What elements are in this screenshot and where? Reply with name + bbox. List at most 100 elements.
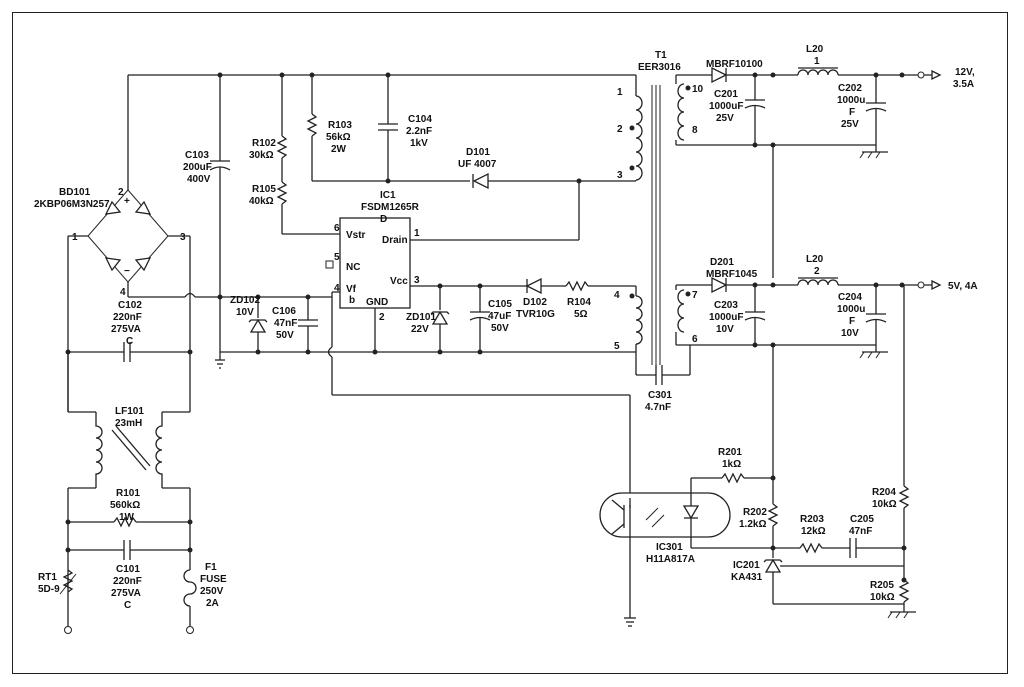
d101-label: D101 [466, 147, 490, 158]
c102-class: C [126, 336, 133, 347]
c105-voltage: 50V [491, 323, 509, 334]
d202-part: MBRF10100 [706, 59, 763, 70]
input-network: R101 560kΩ 1W C101 220nF 275VA C RT1 5D-… [38, 488, 227, 634]
ic301-optocoupler: IC301 H11A817A [599, 478, 731, 627]
c203-label: C203 [714, 300, 738, 311]
ic1-chip: IC1 FSDM1265R D Vstr Drain NC Vf Vcc GND… [325, 190, 440, 352]
c106-label: C106 [272, 306, 296, 317]
r104-label: R104 [567, 297, 591, 308]
d201-label: D201 [710, 257, 734, 268]
t1-label: T1 [655, 50, 667, 61]
ic301-part: H11A817A [646, 554, 695, 565]
c301-label: C301 [648, 390, 672, 401]
t1-pin7: 7 [692, 290, 698, 301]
c203-value: 1000uF [709, 312, 743, 323]
c205-value: 47nF [849, 526, 872, 537]
c104-capacitor: C104 2.2nF 1kV [378, 75, 432, 184]
l20-bot-label: L20 [806, 254, 824, 265]
lf101-value: 23mH [115, 418, 142, 429]
ic301-label: IC301 [656, 542, 683, 553]
r103-resistor: R103 56kΩ 2W [306, 75, 470, 182]
f1-type: FUSE [200, 574, 227, 585]
bd101-bridge: + − BD101 2KBP06M3N257 2 1 3 4 [34, 187, 332, 412]
vf-line [327, 292, 631, 498]
t1-pin10: 10 [692, 84, 704, 95]
ic1-vf: Vf [346, 284, 357, 295]
ic1-vcc: Vcc [390, 276, 408, 287]
secondary-link [770, 145, 776, 481]
ic1-pin3: 3 [414, 275, 420, 286]
ic1-gnd: GND [366, 297, 388, 308]
c202-unit: F [849, 107, 855, 118]
out-5v-label: 5V, 4A [948, 281, 978, 292]
bd-pin2: 2 [118, 187, 124, 198]
c103-voltage: 400V [187, 174, 211, 185]
bd101-part: 2KBP06M3N257 [34, 199, 110, 210]
r203-value: 12kΩ [801, 526, 826, 537]
zd102-value: 10V [236, 307, 254, 318]
c104-value: 2.2nF [406, 126, 432, 137]
c201-label: C201 [714, 89, 738, 100]
ic1-label: IC1 [380, 190, 396, 201]
c202-value: 1000u [837, 95, 865, 106]
c101-voltage: 275VA [111, 588, 141, 599]
bridge-plus: + [124, 196, 130, 207]
d201-part: MBRF1045 [706, 269, 758, 280]
r204-value: 10kΩ [872, 499, 897, 510]
r202-label: R202 [743, 507, 767, 518]
c201-value: 1000uF [709, 101, 743, 112]
bd-pin1: 1 [72, 232, 78, 243]
c201-voltage: 25V [716, 113, 734, 124]
c102-value: 220nF [113, 312, 142, 323]
ic1-pin6: 6 [334, 223, 340, 234]
secondary-12v: MBRF10100 L20 1 C201 1000uF 25V C202 100… [675, 44, 975, 159]
ic1-pin1: 1 [414, 228, 420, 239]
feedback-network: R201 1kΩ R204 10kΩ R202 1.2kΩ R203 12kΩ … [691, 285, 916, 619]
r201-value: 1kΩ [722, 459, 741, 470]
c203-voltage: 10V [716, 324, 734, 335]
out-12v-current: 3.5A [953, 79, 974, 90]
c205-label: C205 [850, 514, 874, 525]
c204-unit: F [849, 316, 855, 327]
r101-value: 560kΩ [110, 500, 140, 511]
r101-power: 1W [119, 512, 135, 523]
ic1-pin4: 4 [334, 283, 340, 294]
l20-bot-num: 2 [814, 266, 820, 277]
r203-label: R203 [800, 514, 824, 525]
d102-part: TVR10G [516, 309, 555, 320]
ic1-part: FSDM1265R [361, 202, 420, 213]
secondary-5v: D201 MBRF1045 L20 2 C203 1000uF 10V C204… [675, 254, 978, 359]
r103-power: 2W [331, 144, 347, 155]
c102-label: C102 [118, 300, 142, 311]
c101-value: 220nF [113, 576, 142, 587]
zd102-zener: ZD102 10V [230, 295, 268, 352]
zd101-zener: ZD101 22V [406, 283, 480, 352]
r201-label: R201 [718, 447, 742, 458]
c301-value: 4.7nF [645, 402, 671, 413]
ic1-pin5: 5 [334, 252, 340, 263]
c104-voltage: 1kV [410, 138, 428, 149]
r205-value: 10kΩ [870, 592, 895, 603]
t1-pin2: 2 [617, 124, 623, 135]
zd101-label: ZD101 [406, 312, 436, 323]
r105-label: R105 [252, 184, 276, 195]
c202-label: C202 [838, 83, 862, 94]
r103-value: 56kΩ [326, 132, 351, 143]
t1-pin5: 5 [614, 341, 620, 352]
t1-pin6: 6 [692, 334, 698, 345]
schematic-frame [12, 12, 1008, 674]
t1-part: EER3016 [638, 62, 681, 73]
ic1-drain: Drain [382, 235, 408, 246]
bd101-label: BD101 [59, 187, 91, 198]
ic1-pin2: 2 [379, 312, 385, 323]
d102-r104: D102 TVR10G R104 5Ω [480, 277, 636, 320]
f1-voltage: 250V [200, 586, 224, 597]
out-12v-label: 12V, [955, 67, 975, 78]
d101-diode: D101 UF 4007 [410, 147, 636, 241]
c106-capacitor: C106 47nF 50V [272, 297, 318, 352]
r204-label: R204 [872, 487, 896, 498]
c202-voltage: 25V [841, 119, 859, 130]
c102-voltage: 275VA [111, 324, 141, 335]
r105-value: 40kΩ [249, 196, 274, 207]
